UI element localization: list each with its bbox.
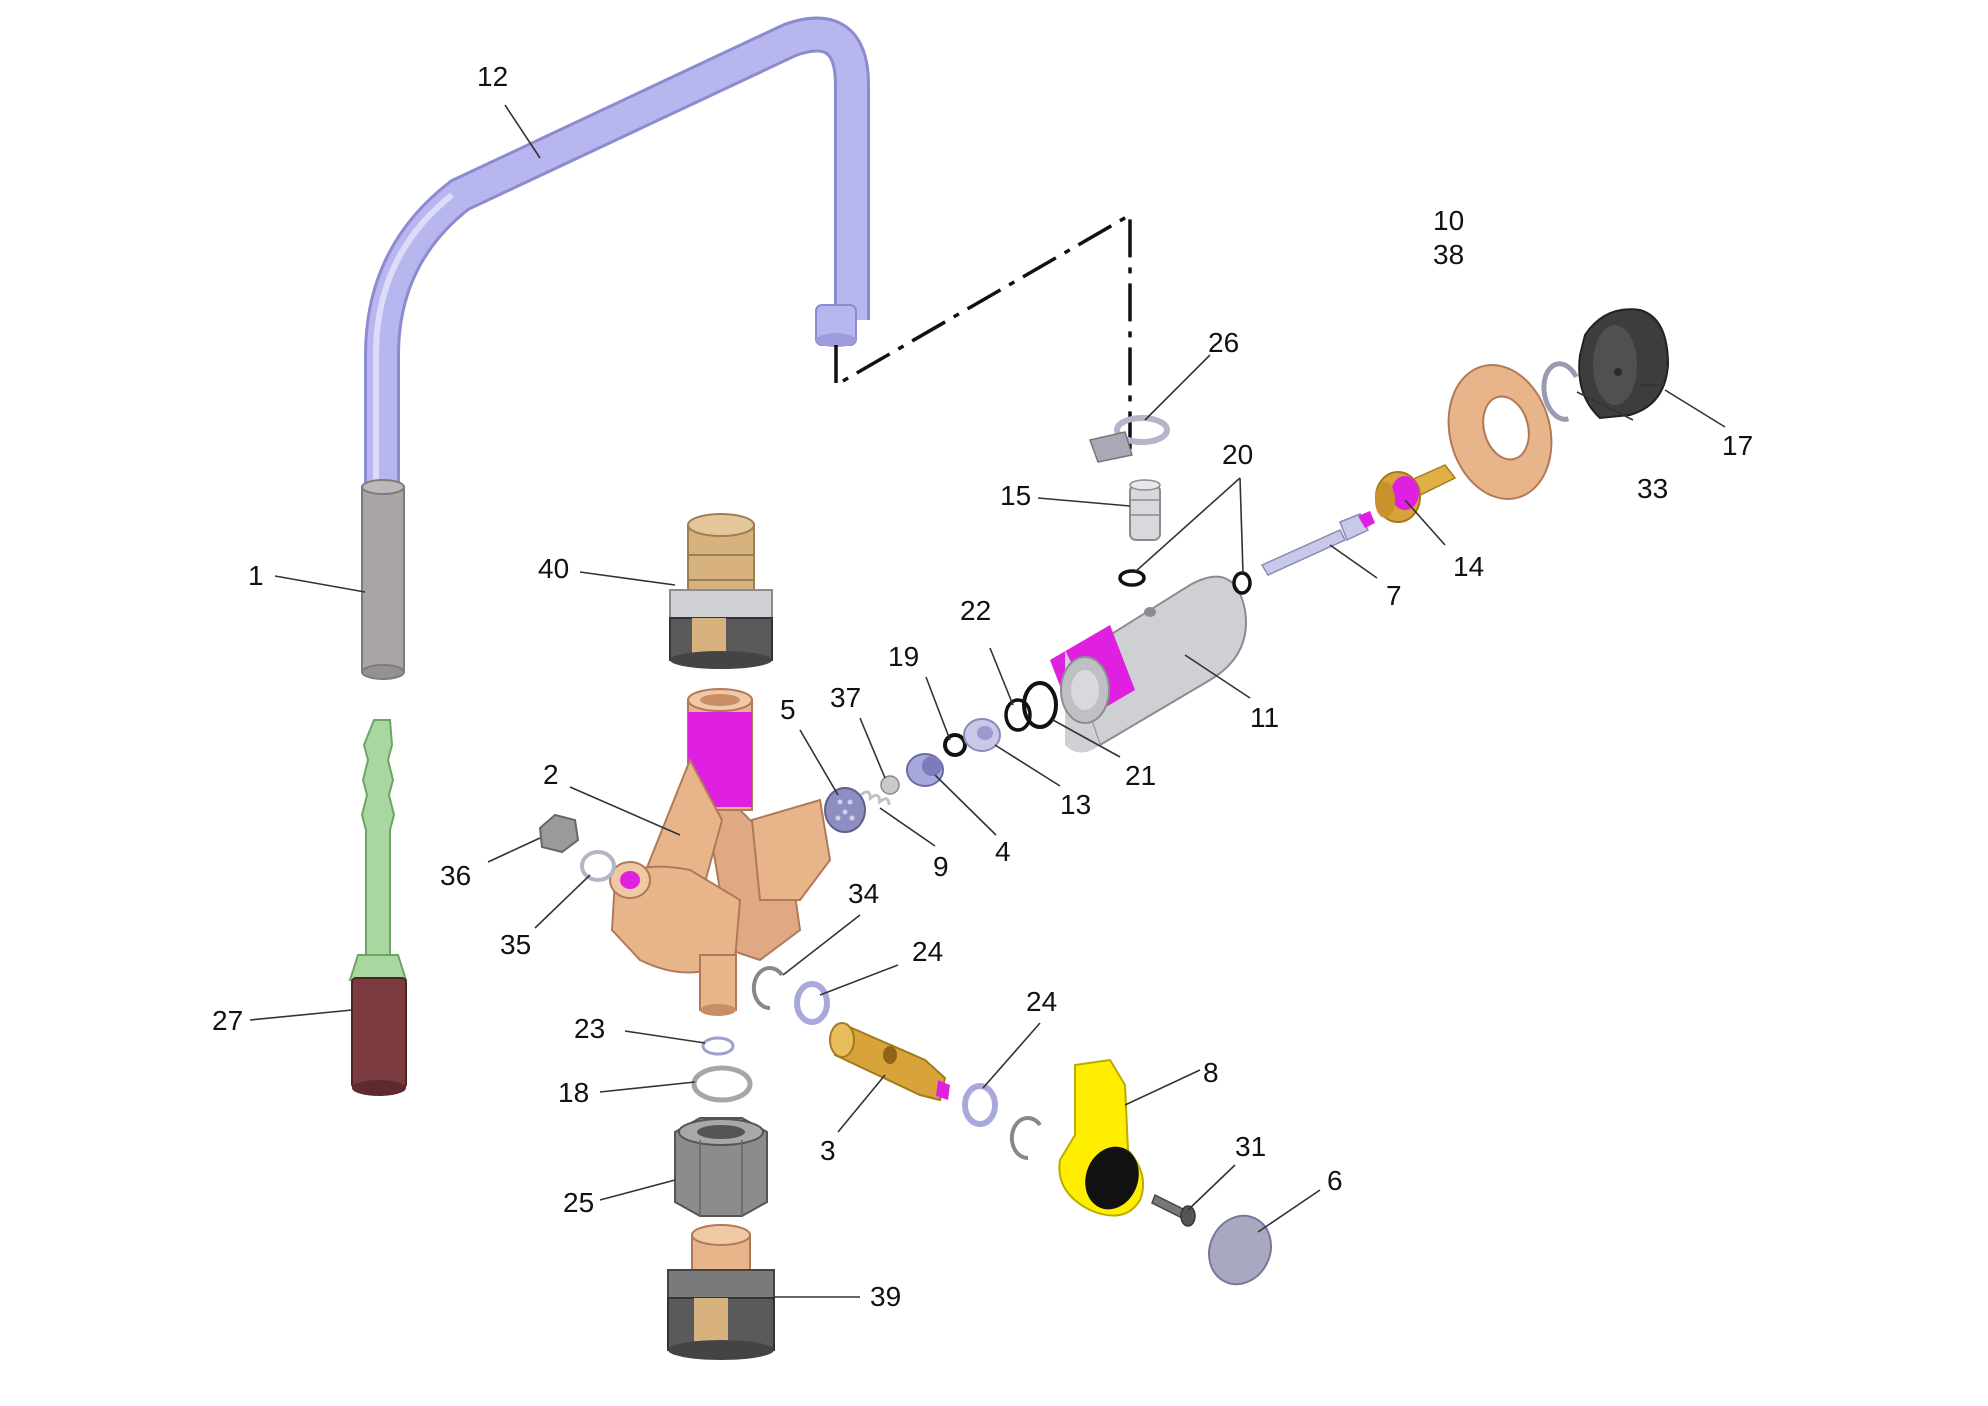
part-17-cap bbox=[1578, 308, 1670, 420]
label-5: 5 bbox=[780, 694, 796, 725]
label-9: 9 bbox=[933, 851, 949, 882]
label-8: 8 bbox=[1203, 1057, 1219, 1088]
part-21-oring bbox=[1022, 681, 1058, 729]
label-24a: 24 bbox=[912, 936, 943, 967]
part-24-ring-upper bbox=[794, 981, 830, 1025]
part-23-oring bbox=[701, 1036, 735, 1056]
part-39-connector bbox=[667, 1224, 775, 1360]
callout-labels: 12 1 40 26 15 20 10 38 17 33 14 7 11 21 … bbox=[212, 61, 1753, 1312]
label-7: 7 bbox=[1386, 580, 1402, 611]
part-34-circlip-lower bbox=[1009, 1116, 1042, 1161]
part-14-cartridge bbox=[1375, 464, 1457, 523]
label-10: 10 bbox=[1433, 205, 1464, 236]
part-20-oring-right bbox=[1232, 571, 1252, 595]
part-1-sleeve bbox=[361, 479, 405, 680]
part-20-oring-left bbox=[1118, 569, 1146, 587]
label-20: 20 bbox=[1222, 439, 1253, 470]
part-36-plug bbox=[538, 813, 580, 854]
part-22-oring bbox=[1004, 698, 1032, 732]
label-37: 37 bbox=[830, 682, 861, 713]
label-3: 3 bbox=[820, 1135, 836, 1166]
part-35-oring bbox=[580, 850, 616, 882]
label-35: 35 bbox=[500, 929, 531, 960]
label-25: 25 bbox=[563, 1187, 594, 1218]
part-3-shaft bbox=[829, 1022, 950, 1102]
part-10-38-washer bbox=[1447, 364, 1553, 500]
part-34-circlip bbox=[751, 966, 784, 1011]
label-18: 18 bbox=[558, 1077, 589, 1108]
label-19: 19 bbox=[888, 641, 919, 672]
part-40-connector bbox=[669, 513, 773, 669]
part-24-ring-lower bbox=[962, 1083, 998, 1127]
part-6-cover-cap bbox=[1208, 1214, 1272, 1286]
label-23: 23 bbox=[574, 1013, 605, 1044]
label-21: 21 bbox=[1125, 760, 1156, 791]
part-7-stem bbox=[1260, 511, 1375, 576]
label-31: 31 bbox=[1235, 1131, 1266, 1162]
part-2-valve-body bbox=[609, 688, 832, 1016]
part-5-strainer bbox=[824, 787, 866, 833]
label-12: 12 bbox=[477, 61, 508, 92]
part-15-bushing bbox=[1129, 479, 1161, 541]
part-25-hex-nut bbox=[674, 1117, 768, 1217]
label-38: 38 bbox=[1433, 239, 1464, 270]
label-13: 13 bbox=[1060, 789, 1091, 820]
label-14: 14 bbox=[1453, 551, 1484, 582]
part-8-lever bbox=[1058, 1058, 1144, 1217]
label-4: 4 bbox=[995, 836, 1011, 867]
part-37-ball bbox=[880, 775, 900, 795]
label-40: 40 bbox=[538, 553, 569, 584]
label-34: 34 bbox=[848, 878, 879, 909]
label-17: 17 bbox=[1722, 430, 1753, 461]
label-15: 15 bbox=[1000, 480, 1031, 511]
part-33-circlip bbox=[1541, 361, 1579, 422]
part-27-hose-tube bbox=[348, 719, 408, 1096]
part-31-screw bbox=[1151, 1193, 1196, 1227]
part-11-housing bbox=[1050, 575, 1247, 753]
label-11: 11 bbox=[1250, 702, 1279, 733]
part-13-bushing bbox=[963, 718, 1001, 752]
part-18-ring bbox=[691, 1065, 753, 1103]
label-2: 2 bbox=[543, 759, 559, 790]
part-4-piston bbox=[906, 753, 944, 787]
label-36: 36 bbox=[440, 860, 471, 891]
label-26: 26 bbox=[1208, 327, 1239, 358]
label-6: 6 bbox=[1327, 1165, 1343, 1196]
leader-lines bbox=[249, 104, 1726, 1298]
label-33: 33 bbox=[1637, 473, 1668, 504]
label-39: 39 bbox=[870, 1281, 901, 1312]
label-1: 1 bbox=[248, 560, 264, 591]
label-27: 27 bbox=[212, 1005, 243, 1036]
label-24b: 24 bbox=[1026, 986, 1057, 1017]
part-9-spring bbox=[859, 790, 891, 806]
assembly-path-line bbox=[834, 211, 1132, 450]
part-12-spout bbox=[364, 16, 870, 490]
label-22: 22 bbox=[960, 595, 991, 626]
part-19-oring bbox=[943, 733, 967, 757]
part-26-clip bbox=[1089, 415, 1170, 463]
